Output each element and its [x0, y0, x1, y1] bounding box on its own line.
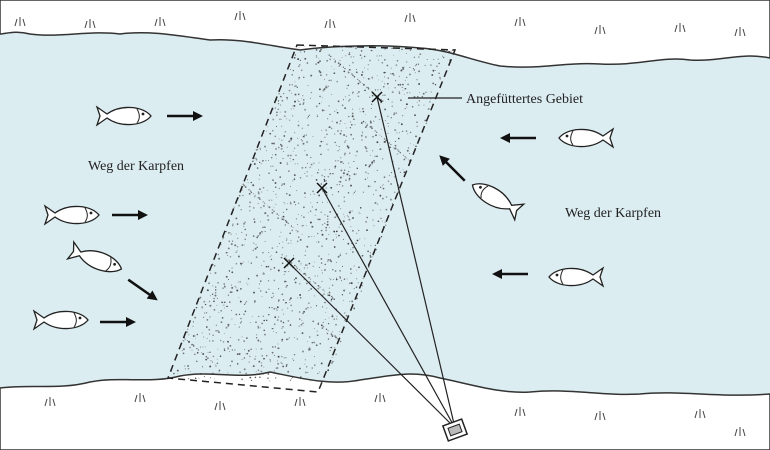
cross-marker-icon [283, 91, 383, 269]
fish-icon [32, 309, 89, 331]
fish-icon [558, 127, 615, 149]
arrow-icon [100, 317, 136, 327]
arrow-icon [500, 133, 536, 143]
feeding-area-outline [166, 44, 457, 393]
feeding-area-speckles [170, 45, 454, 382]
fish-icon [471, 183, 526, 222]
arrow-icon [167, 111, 203, 121]
carp-path-label-right: Weg der Karpfen [565, 206, 661, 221]
fish-icon [43, 204, 100, 226]
fish-icon [65, 239, 123, 273]
top-bank [0, 0, 770, 68]
arrow-icon [492, 269, 528, 279]
angler-icon [441, 418, 469, 442]
carp-path-label-left: Weg der Karpfen [88, 159, 184, 174]
fish-icon [548, 266, 605, 288]
casting-lines [288, 96, 456, 429]
fish-icon [95, 105, 152, 127]
grass-tufts [14, 11, 746, 437]
feeding-area-label: Angefüttertes Gebiet [466, 92, 583, 107]
arrow-icon [127, 278, 158, 301]
bottom-bank [0, 371, 770, 450]
arrow-icon [112, 210, 148, 220]
